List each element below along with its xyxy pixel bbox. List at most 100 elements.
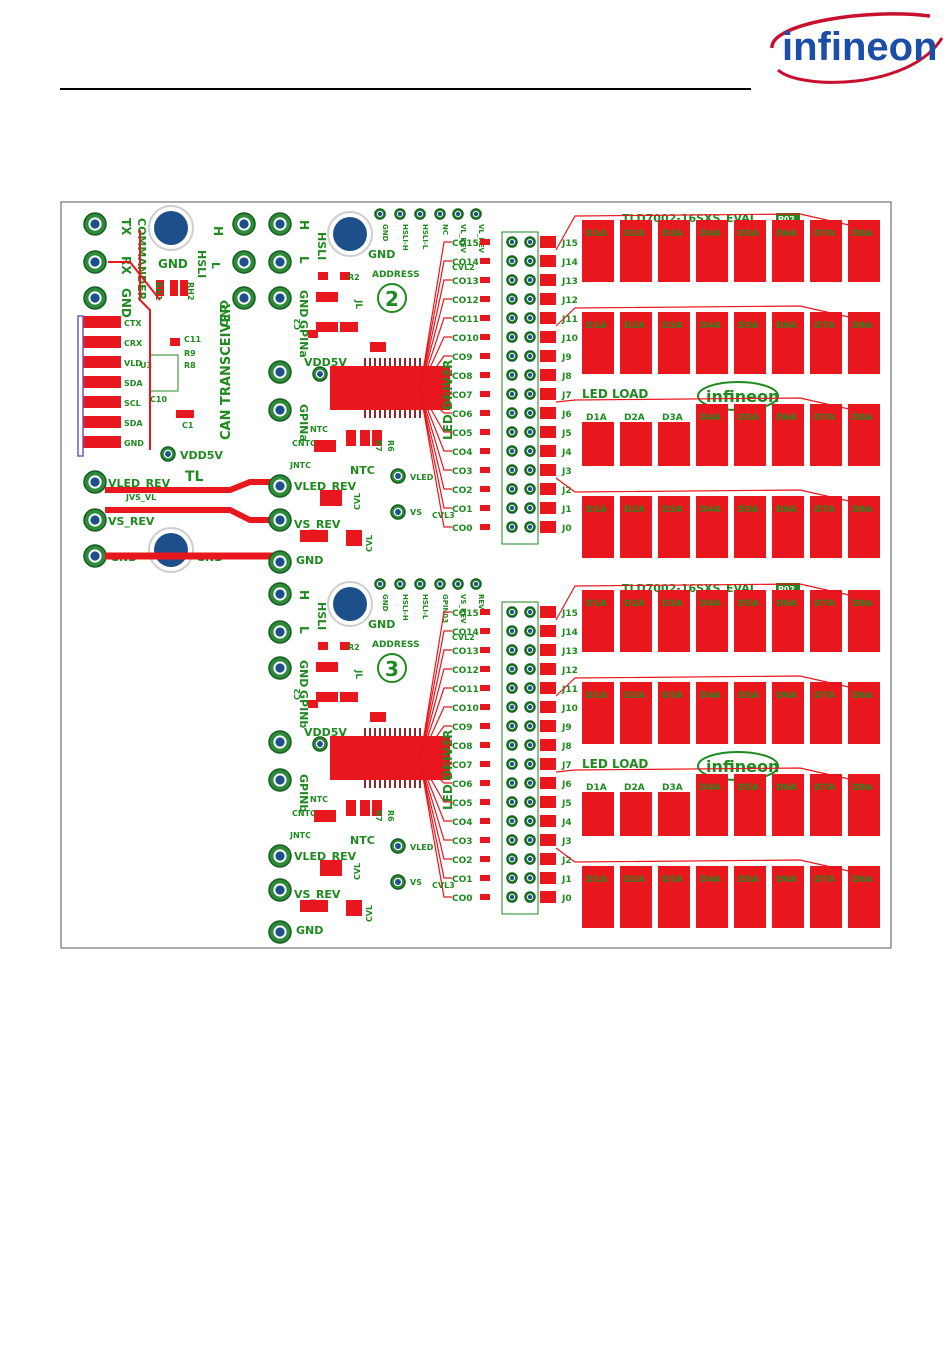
mod-j-pad-9: [540, 777, 556, 789]
vs-rev-label-left: VS_REV: [108, 515, 155, 528]
mod-co-pad-7: [480, 372, 490, 378]
mod-j-pin-a-2-drill: [509, 277, 515, 283]
edge-pad-5: [83, 416, 121, 428]
mod-led-pad-1-5: [772, 312, 804, 374]
mod-j-pin-a-0-drill: [509, 609, 515, 615]
mod-j-pad-1: [540, 625, 556, 637]
mod-j-pad-14: [540, 872, 556, 884]
mod-led-pad-label-0-3: D4A: [700, 229, 721, 239]
mod-j-pin-b-3-drill: [527, 666, 533, 672]
infineon-logo: infineon: [770, 12, 944, 84]
mod-led-pad-1-1: [620, 682, 652, 744]
mod-j-label-6: J9: [561, 723, 572, 733]
mod-led-pad-label-1-1: D2A: [624, 321, 645, 331]
mod-j-pin-b-0-drill: [527, 239, 533, 245]
mod-header-pin-3-drill: [437, 581, 443, 587]
mod-vled-via-drill: [395, 843, 401, 849]
mod-j-pad-4: [540, 312, 556, 324]
mod-led-pad-label-2-3: D4A: [700, 413, 721, 423]
mod-r2-label: R2: [348, 273, 360, 282]
mod-j-pin-b-5-drill: [527, 704, 533, 710]
conn-tx-label: TX: [119, 218, 133, 236]
mod-vled-label: VLED: [410, 473, 434, 482]
mod-led-pad-label-3-7: D8A: [852, 875, 873, 885]
mod-hsli-label: HSLI: [315, 602, 328, 630]
mod-led-pad-2-4: [734, 774, 766, 836]
mod-co-label-12: CO3: [452, 467, 473, 477]
mod-led-pad-label-0-1: D2A: [624, 599, 645, 609]
rh1-pad: [156, 280, 164, 296]
mod-j-pad-9: [540, 407, 556, 419]
mod-vs-via-drill: [395, 509, 401, 515]
mod-co-label-14: CO1: [452, 505, 473, 515]
mod-vs-rev-hole-drill: [275, 515, 285, 525]
mod-led-pad-label-3-1: D2A: [624, 875, 645, 885]
mod-ntc-label: NTC: [310, 425, 328, 434]
mod-gnd2-hole-drill: [275, 927, 285, 937]
mod-trace-6: [419, 725, 452, 761]
mod-j-pin-a-1-drill: [509, 258, 515, 264]
mod-h-hole-drill: [275, 219, 285, 229]
mod-led-pad-2-5: [772, 774, 804, 836]
mod-led-pad-3-0: [582, 866, 614, 928]
mod-cvl2-top-label: CVL2: [452, 263, 475, 272]
mod-address-label: ADDRESS: [372, 270, 420, 280]
mod-driver-pin-t1: [369, 358, 371, 366]
mod-led-pad-1-2: [658, 312, 690, 374]
mod-led-pad-label-1-5: D6A: [776, 691, 797, 701]
mod-board-rev-bg: [776, 213, 800, 224]
header-rule: [60, 88, 751, 90]
mod-driver-pin-t10: [414, 358, 416, 366]
mod-header-label-0: GND: [381, 224, 389, 242]
mod-led-pad-label-1-0: D1A: [586, 321, 607, 331]
mod-header-pin-5-drill: [473, 211, 479, 217]
mod-led-pad-3-4: [734, 496, 766, 558]
mod-driver-pin-b9: [409, 410, 411, 418]
mod-led-pad-2-5: [772, 404, 804, 466]
mod-j-pin-b-15-drill: [527, 894, 533, 900]
mod-driver-pin-t2: [374, 358, 376, 366]
mod-led-pad-label-2-5: D6A: [776, 783, 797, 793]
mod-driver-pin-b5: [389, 780, 391, 788]
mod-j-pad-6: [540, 720, 556, 732]
mod-comp-11: [320, 860, 342, 876]
mod-led-pad-3-1: [620, 496, 652, 558]
edge-pad-label-0: CTX: [124, 319, 142, 328]
mod-j-pin-a-0-drill: [509, 239, 515, 245]
mod-driver-pin-b4: [384, 780, 386, 788]
mod-led-pad-label-2-4: D5A: [738, 783, 759, 793]
mod-led-pad-1-4: [734, 312, 766, 374]
mod-gnd-hole-drill: [275, 663, 285, 673]
r8-label: R8: [184, 361, 196, 370]
mod-j-pin-b-6-drill: [527, 723, 533, 729]
mod-j-pin-b-1-drill: [527, 628, 533, 634]
mod-comp-4: [308, 330, 318, 338]
mod-led-pad-1-0: [582, 312, 614, 374]
conn-h-label: H: [211, 226, 225, 236]
mod-co-label-5: CO10: [452, 334, 479, 344]
mod-comp-1: [340, 272, 350, 280]
mod-j-label-13: J2: [561, 856, 572, 866]
mod-j-pin-a-3-drill: [509, 666, 515, 672]
mod-board-rev: P02: [778, 215, 795, 224]
rh2-pad: [180, 280, 188, 296]
mod-co-pad-11: [480, 818, 490, 824]
mod-row-trace-3: [555, 847, 881, 879]
mod-j-pin-b-2-drill: [527, 647, 533, 653]
mod-cvl-label: CVL: [353, 863, 362, 880]
mod-driver-pin-b6: [394, 410, 396, 418]
mod-brand-text: infineon: [706, 387, 779, 406]
conn-l-label: L: [209, 262, 222, 269]
mod-co-pad-15: [480, 524, 490, 530]
mod-j-pin-b-9-drill: [527, 780, 533, 786]
mod-j-pin-b-6-drill: [527, 353, 533, 359]
mod-led-pad-0-1: [620, 590, 652, 652]
mod-led-pad-0-6: [810, 220, 842, 282]
mod-row-trace-1: [555, 675, 881, 697]
mod-j-header-outline: [501, 231, 539, 545]
mod-gnd-hole-drill: [275, 293, 285, 303]
mod-led-pad-1-6: [810, 312, 842, 374]
mod-driver-label: LED DRIVER: [441, 360, 455, 440]
mod-led-load-label: LED LOAD: [582, 757, 648, 771]
mod-trace-0: [419, 611, 452, 761]
